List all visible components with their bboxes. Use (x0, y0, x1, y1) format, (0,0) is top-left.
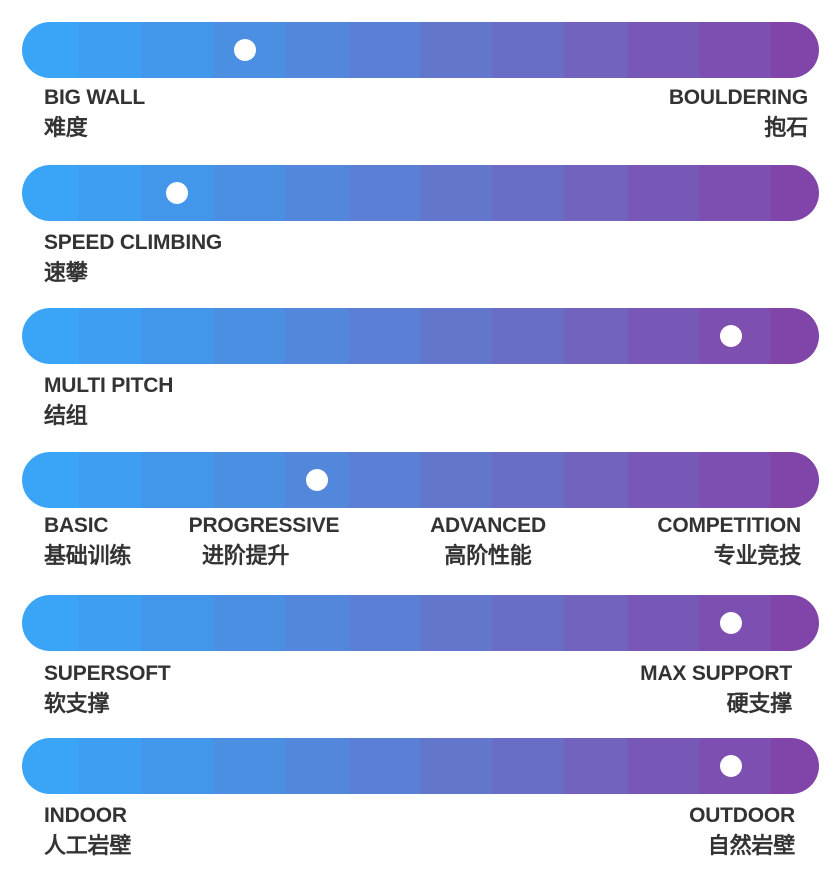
label-zh: 人工岩壁 (44, 833, 132, 858)
label-en: ADVANCED (430, 514, 546, 537)
label-bouldering: BOULDERING 抱石 (669, 86, 808, 140)
label-supersoft: SUPERSOFT 软支撑 (44, 662, 171, 716)
label-en: MAX SUPPORT (640, 662, 792, 685)
label-en: BIG WALL (44, 86, 146, 109)
label-en: COMPETITION (657, 514, 801, 537)
label-progressive: PROGRESSIVE 进阶提升 (180, 514, 348, 568)
slider-knob[interactable] (720, 755, 743, 777)
slider-knob[interactable] (720, 612, 743, 634)
label-zh: 专业竞技 (713, 543, 801, 568)
slider-knob[interactable] (234, 39, 257, 61)
slider-track[interactable] (22, 308, 819, 364)
label-big-wall: BIG WALL 难度 (44, 86, 145, 140)
label-zh: 进阶提升 (202, 543, 290, 568)
slider-track[interactable] (22, 22, 819, 78)
label-zh: 基础训练 (44, 543, 132, 568)
slider-track[interactable] (22, 595, 819, 651)
label-competition: COMPETITION 专业竞技 (657, 514, 801, 568)
label-zh: 速攀 (44, 260, 88, 285)
label-en: OUTDOOR (689, 804, 795, 827)
label-zh: 高阶性能 (444, 543, 532, 568)
label-max-support: MAX SUPPORT 硬支撑 (640, 662, 792, 716)
label-multi-pitch: MULTI PITCH 结组 (44, 374, 173, 428)
label-en: PROGRESSIVE (188, 514, 340, 537)
label-advanced: ADVANCED 高阶性能 (418, 514, 558, 568)
label-en: SPEED CLIMBING (44, 231, 223, 254)
slider-track[interactable] (22, 165, 819, 221)
label-zh: 软支撑 (44, 691, 110, 716)
label-en: MULTI PITCH (44, 374, 174, 397)
label-zh: 结组 (44, 403, 88, 428)
label-en: BOULDERING (668, 86, 808, 109)
label-zh: 硬支撑 (726, 691, 793, 716)
slider-knob[interactable] (166, 182, 189, 204)
label-en: INDOOR (44, 804, 127, 827)
label-speed-climbing: SPEED CLIMBING 速攀 (44, 231, 222, 285)
label-zh: 抱石 (764, 115, 808, 140)
slider-knob[interactable] (305, 469, 328, 491)
label-en: BASIC (44, 514, 109, 537)
label-en: SUPERSOFT (44, 662, 171, 685)
label-indoor: INDOOR 人工岩壁 (44, 804, 131, 858)
label-basic: BASIC 基础训练 (44, 514, 131, 568)
label-outdoor: OUTDOOR 自然岩壁 (689, 804, 795, 858)
label-zh: 难度 (44, 115, 88, 140)
label-zh: 自然岩壁 (707, 833, 795, 858)
slider-track[interactable] (22, 738, 819, 794)
slider-knob[interactable] (720, 325, 743, 347)
slider-track[interactable] (22, 452, 819, 508)
